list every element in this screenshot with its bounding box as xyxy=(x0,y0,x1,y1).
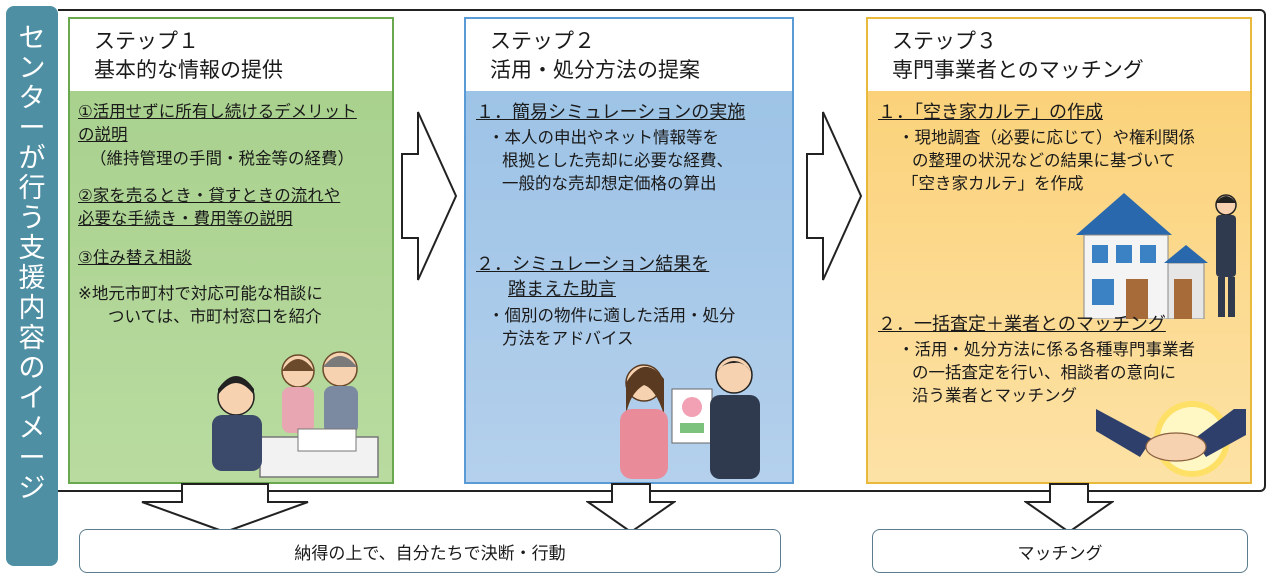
step1-item2-cont: 必要な手続き・費用等の説明 xyxy=(78,209,293,228)
inspector-hair xyxy=(1216,196,1236,203)
step2-subtitle: 活用・処分方法の提案 xyxy=(490,58,700,82)
arrow-down-icon xyxy=(586,483,676,534)
step2-header: ステップ２ 活用・処分方法の提案 xyxy=(466,19,792,91)
side-tab-char: 行 xyxy=(18,173,46,204)
advisor-head xyxy=(715,356,753,394)
advisor-hair xyxy=(716,361,752,373)
house-window xyxy=(1140,245,1156,263)
outer-frame xyxy=(58,9,1266,492)
pie-chart-icon xyxy=(682,397,702,417)
step2-sec2-text: ・個別の物件に適した活用・処分 xyxy=(488,306,736,325)
side-tab-char: タ xyxy=(18,83,46,114)
house-window xyxy=(1116,245,1132,263)
step2-title: ステップ２ xyxy=(490,29,595,53)
step2-sec2-heading-cont: 踏まえた助言 xyxy=(508,279,616,300)
side-tab-char: イ xyxy=(18,383,46,414)
person-woman-body xyxy=(282,387,314,433)
step3-sec2-heading: ２．一括査定＋業者とのマッチング xyxy=(878,314,1166,335)
side-tab-char: 容 xyxy=(18,323,46,354)
inspector-body xyxy=(1216,215,1236,277)
house-roof xyxy=(1076,193,1172,235)
advisor-body xyxy=(710,395,760,479)
outcome-decision-box: 納得の上で、自分たちで決断・行動 xyxy=(79,529,781,573)
house-window xyxy=(1092,279,1114,305)
annex-door xyxy=(1174,279,1192,319)
arrow-right-icon xyxy=(401,111,458,281)
step3-title: ステップ３ xyxy=(892,29,997,53)
advice-illustration xyxy=(620,356,760,479)
staff-body xyxy=(212,415,262,471)
step2-sec2-heading: ２．シミュレーション結果を xyxy=(476,254,710,275)
step1-item3: ③住み替え相談 xyxy=(78,248,192,267)
annex-roof xyxy=(1164,245,1208,263)
inspector-leg xyxy=(1218,277,1225,317)
step3-sec2-text: 沿う業者とマッチング xyxy=(912,386,1077,405)
person-man-body xyxy=(324,386,358,434)
side-tab-label: セ ン タ ー が 行 う 支 援 内 容 の イ メ ー ジ xyxy=(6,6,58,566)
side-tab-char: の xyxy=(18,353,46,384)
step1-note-cont: ついては、市町村窓口を紹介 xyxy=(108,307,322,326)
step1-item1-cont: の説明 xyxy=(78,125,128,144)
outcome-matching-text: マッチング xyxy=(1017,543,1103,564)
document xyxy=(297,428,357,452)
side-tab-char: 援 xyxy=(18,263,46,294)
step3-sec1-heading: １．「空き家カルテ」の作成 xyxy=(878,102,1103,123)
inspector-leg xyxy=(1228,277,1235,317)
house-illustration xyxy=(1076,193,1237,319)
step2-panel: ステップ２ 活用・処分方法の提案 １．簡易シミュレーションの実施 ・本人の申出や… xyxy=(464,17,794,484)
step3-sec1-text: 「空き家カルテ」を作成 xyxy=(902,174,1084,193)
arrow-right-icon xyxy=(806,111,863,281)
outcome-decision-text: 納得の上で、自分たちで決断・行動 xyxy=(294,543,566,564)
right-sleeve xyxy=(1194,409,1246,457)
side-tab-char: ン xyxy=(18,53,46,84)
step3-header: ステップ３ 専門事業者とのマッチング xyxy=(868,19,1250,91)
person-man-hair xyxy=(323,356,357,367)
step3-sec2-text: の一括査定を行い、相談者の意向に xyxy=(912,363,1176,382)
step1-body: ①活用せずに所有し続けるデメリット の説明 （維持管理の手間・税金等の経費） ②… xyxy=(70,91,392,482)
report-block xyxy=(680,423,704,433)
left-sleeve xyxy=(1096,409,1152,457)
side-tab-char: ー xyxy=(18,113,46,144)
side-tab-char: 内 xyxy=(18,293,46,324)
side-tab-char: が xyxy=(18,143,46,174)
step3-body: １．「空き家カルテ」の作成 ・現地調査（必要に応じて）や権利関係 の整理の状況な… xyxy=(868,91,1250,482)
step2-sec1-heading: １．簡易シミュレーションの実施 xyxy=(476,102,746,123)
step1-header: ステップ１ 基本的な情報の提供 xyxy=(70,19,392,91)
step3-subtitle: 専門事業者とのマッチング xyxy=(892,58,1144,82)
house-door xyxy=(1126,279,1148,319)
client-hair xyxy=(626,366,664,415)
step3-panel: ステップ３ 専門事業者とのマッチング １．「空き家カルテ」の作成 ・現地調査（必… xyxy=(866,17,1252,484)
step2-sec1-text: 根拠とした売却に必要な経費、 xyxy=(502,151,733,170)
step1-item1-detail: （維持管理の手間・税金等の経費） xyxy=(90,149,354,168)
step2-sec2-text: 方法をアドバイス xyxy=(502,329,634,348)
arrow-down-icon xyxy=(1024,483,1114,534)
step1-subtitle: 基本的な情報の提供 xyxy=(94,58,283,82)
step2-sec1-text: 一般的な売却想定価格の算出 xyxy=(502,174,717,193)
step1-item1: ①活用せずに所有し続けるデメリット xyxy=(78,102,357,121)
side-tab-char: セ xyxy=(18,23,46,54)
step3-sec1-text: ・現地調査（必要に応じて）や権利関係 xyxy=(898,128,1195,147)
client-body xyxy=(620,409,668,479)
step2-body: １．簡易シミュレーションの実施 ・本人の申出やネット情報等を 根拠とした売却に必… xyxy=(466,91,792,482)
staff-hair xyxy=(218,376,254,395)
consultation-illustration xyxy=(212,351,379,478)
step3-sec2-text: ・活用・処分方法に係る各種専門事業者 xyxy=(898,340,1195,359)
handshake-illustration xyxy=(1096,401,1246,477)
step2-sec1-text: ・本人の申出やネット情報等を xyxy=(488,128,719,147)
arrow-down-icon xyxy=(141,483,309,534)
side-tab-char: 支 xyxy=(18,233,46,264)
side-tab-char: う xyxy=(18,203,46,234)
house-window xyxy=(1092,245,1108,263)
step1-note: ※地元市町村で対応可能な相談に xyxy=(78,284,323,303)
step1-title: ステップ１ xyxy=(94,29,199,53)
outcome-matching-box: マッチング xyxy=(872,529,1248,573)
side-tab-char: メ xyxy=(18,413,46,444)
step1-panel: ステップ１ 基本的な情報の提供 ①活用せずに所有し続けるデメリット の説明 （維… xyxy=(68,17,394,484)
step1-item2: ②家を売るとき・貸すときの流れや xyxy=(78,186,341,205)
side-tab-char: ジ xyxy=(18,473,46,504)
step3-sec1-text: の整理の状況などの結果に基づいて xyxy=(912,151,1176,170)
person-woman-hair xyxy=(282,359,314,371)
shaking-hands xyxy=(1145,432,1207,462)
side-tab-char: ー xyxy=(18,443,46,474)
